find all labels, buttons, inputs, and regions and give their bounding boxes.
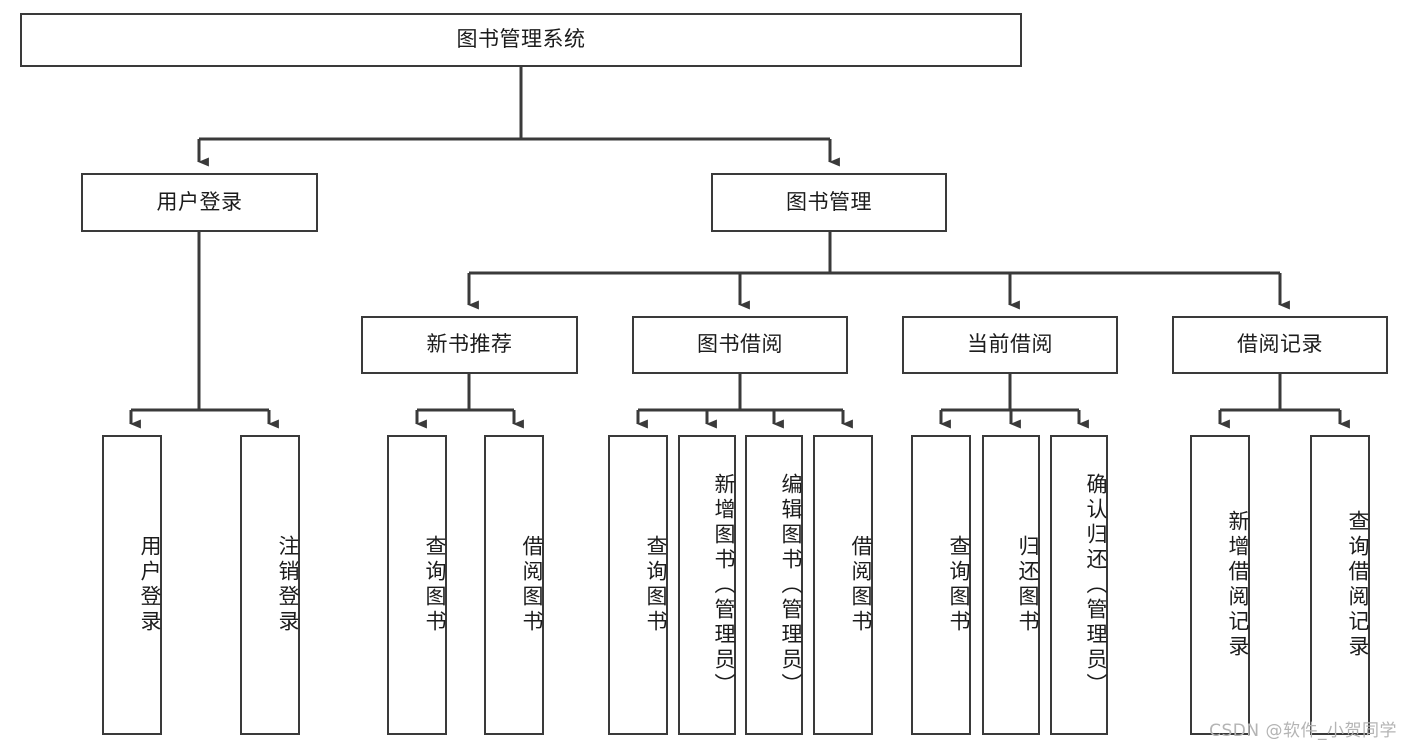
node-leaf-query-book-1[interactable]: 查询图书: [387, 435, 447, 735]
node-label: 当前借阅: [967, 332, 1053, 357]
node-leaf-add-book[interactable]: 新增图书（管理员）: [678, 435, 736, 735]
node-label: 编辑图书（管理员）: [779, 472, 803, 698]
node-leaf-borrow-book-1[interactable]: 借阅图书: [484, 435, 544, 735]
node-label: 注销登录: [276, 535, 300, 635]
node-leaf-user-logout[interactable]: 注销登录: [240, 435, 300, 735]
node-label: 用户登录: [156, 189, 243, 214]
node-leaf-query-record[interactable]: 查询借阅记录: [1310, 435, 1370, 735]
node-label: 新增图书（管理员）: [712, 472, 736, 698]
node-new-book-recommend[interactable]: 新书推荐: [361, 316, 578, 374]
node-label: 借阅图书: [849, 535, 873, 635]
node-label: 查询借阅记录: [1346, 510, 1370, 660]
node-leaf-edit-book[interactable]: 编辑图书（管理员）: [745, 435, 803, 735]
node-root-title[interactable]: 图书管理系统: [20, 13, 1022, 67]
node-leaf-confirm-return[interactable]: 确认归还（管理员）: [1050, 435, 1108, 735]
node-label: 查询图书: [644, 535, 668, 635]
node-leaf-borrow-book-2[interactable]: 借阅图书: [813, 435, 873, 735]
node-leaf-query-book-2[interactable]: 查询图书: [608, 435, 668, 735]
node-label: 确认归还（管理员）: [1084, 472, 1108, 698]
node-label: 查询图书: [423, 535, 447, 635]
node-user-login[interactable]: 用户登录: [81, 173, 318, 232]
node-leaf-return-book[interactable]: 归还图书: [982, 435, 1040, 735]
node-label: 图书借阅: [697, 332, 783, 357]
node-book-borrow[interactable]: 图书借阅: [632, 316, 848, 374]
node-leaf-add-record[interactable]: 新增借阅记录: [1190, 435, 1250, 735]
node-current-borrow[interactable]: 当前借阅: [902, 316, 1118, 374]
node-label: 借阅图书: [520, 535, 544, 635]
node-label: 用户登录: [138, 535, 162, 635]
node-label: 图书管理: [786, 189, 872, 214]
node-book-management[interactable]: 图书管理: [711, 173, 947, 232]
node-label: 新书推荐: [426, 332, 513, 357]
node-leaf-query-book-3[interactable]: 查询图书: [911, 435, 971, 735]
node-label: 查询图书: [947, 535, 971, 635]
node-borrow-record[interactable]: 借阅记录: [1172, 316, 1388, 374]
node-label: 借阅记录: [1237, 332, 1323, 357]
node-label: 图书管理系统: [456, 27, 586, 52]
node-leaf-user-login[interactable]: 用户登录: [102, 435, 162, 735]
watermark: CSDN @软件_小贺同学: [1209, 721, 1397, 741]
node-label: 归还图书: [1016, 535, 1040, 635]
node-label: 新增借阅记录: [1226, 510, 1250, 660]
